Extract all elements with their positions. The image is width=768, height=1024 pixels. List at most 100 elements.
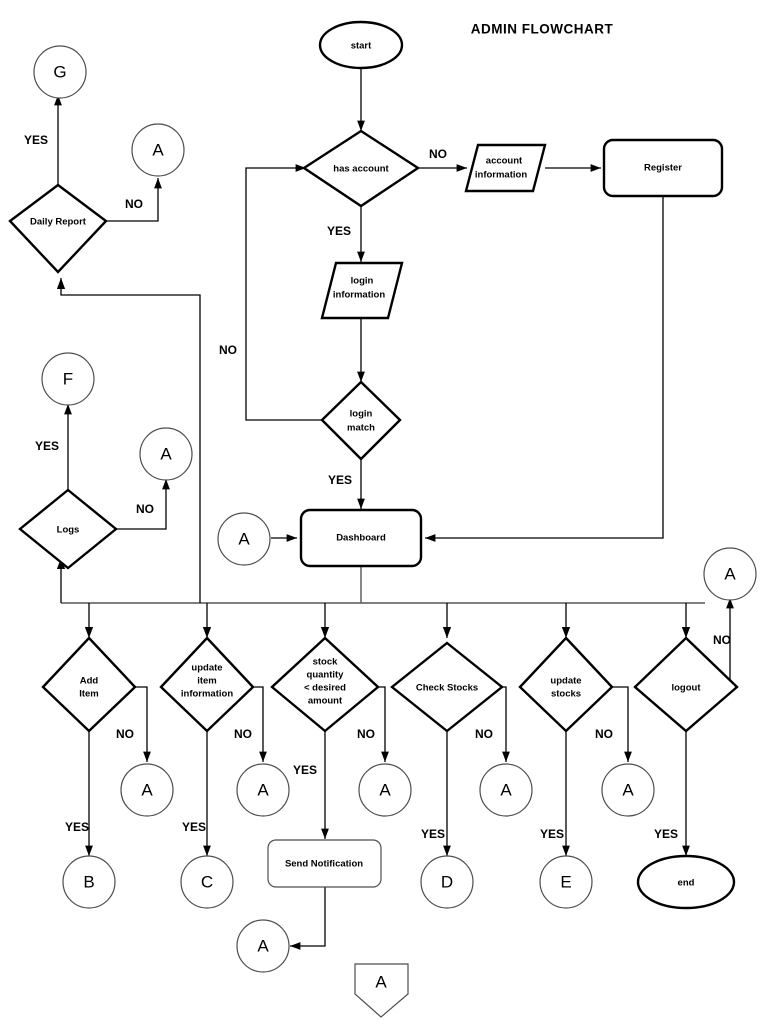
connector-a-daily-report[interactable]: A bbox=[131, 123, 185, 177]
node-login-information-line2: information bbox=[333, 290, 385, 301]
node-stock-quantity-line3: < desired bbox=[304, 683, 346, 694]
label-logs-no: NO bbox=[136, 502, 154, 516]
edge-check-stocks-no bbox=[495, 686, 510, 762]
node-login-information-line1: login bbox=[351, 276, 374, 287]
connector-a-daily-report-label: A bbox=[152, 140, 164, 159]
label-has-account-no: NO bbox=[429, 147, 447, 161]
label-check-stocks-yes: YES bbox=[421, 827, 445, 841]
connector-e[interactable]: E bbox=[539, 855, 593, 909]
connector-a-logout-label: A bbox=[724, 564, 736, 583]
node-update-stocks-line2: stocks bbox=[551, 689, 581, 700]
node-login-match[interactable]: login match bbox=[320, 380, 402, 461]
connector-a-logout[interactable]: A bbox=[703, 547, 757, 601]
node-update-item-line3: information bbox=[181, 689, 233, 700]
node-logout-label: logout bbox=[671, 683, 701, 694]
connector-a-stock-quantity-label: A bbox=[379, 780, 391, 799]
connector-a-stock-quantity[interactable]: A bbox=[358, 763, 412, 817]
connector-c[interactable]: C bbox=[180, 855, 234, 909]
node-update-stocks[interactable]: update stocks bbox=[518, 636, 614, 733]
node-has-account-label: has account bbox=[333, 164, 389, 175]
node-stock-quantity[interactable]: stock quantity < desired amount bbox=[270, 636, 380, 733]
label-stock-qty-no: NO bbox=[357, 727, 375, 741]
connector-g[interactable]: G bbox=[33, 45, 87, 99]
edge-update-item-no bbox=[245, 686, 267, 762]
node-account-information-line2: information bbox=[475, 170, 527, 181]
node-register-label: Register bbox=[644, 163, 682, 174]
node-daily-report[interactable]: Daily Report bbox=[8, 183, 108, 274]
label-stock-qty-yes: YES bbox=[293, 763, 317, 777]
connector-d[interactable]: D bbox=[420, 855, 474, 909]
node-start-label: start bbox=[351, 41, 372, 52]
node-account-information-line1: account bbox=[486, 156, 523, 167]
connector-c-label: C bbox=[201, 872, 213, 891]
node-end-label: end bbox=[678, 878, 695, 889]
connector-a-update-item-label: A bbox=[257, 780, 269, 799]
connector-d-label: D bbox=[441, 872, 453, 891]
node-add-item-line2: Item bbox=[79, 689, 99, 700]
node-start[interactable]: start bbox=[318, 20, 404, 70]
node-login-match-line1: login bbox=[350, 409, 373, 420]
node-send-notification-label: Send Notification bbox=[285, 859, 363, 870]
connector-a-dashboard-label: A bbox=[238, 529, 250, 548]
node-update-item-line1: update bbox=[191, 663, 222, 674]
connector-f[interactable]: F bbox=[41, 352, 95, 406]
connector-f-label: F bbox=[63, 369, 73, 388]
node-update-stocks-line1: update bbox=[550, 676, 581, 687]
node-add-item[interactable]: Add Item bbox=[41, 636, 137, 733]
label-update-stocks-yes: YES bbox=[540, 827, 564, 841]
label-login-match-yes: YES bbox=[328, 473, 352, 487]
connector-a-add-item[interactable]: A bbox=[120, 763, 174, 817]
label-has-account-yes: YES bbox=[327, 224, 351, 238]
connector-e-label: E bbox=[560, 872, 571, 891]
label-daily-report-no: NO bbox=[125, 197, 143, 211]
connector-a-send-notification-label: A bbox=[257, 936, 269, 955]
node-update-item[interactable]: update item information bbox=[159, 636, 255, 733]
label-daily-report-yes: YES bbox=[24, 133, 48, 147]
connector-a-update-item[interactable]: A bbox=[236, 763, 290, 817]
label-logout-no: NO bbox=[713, 633, 731, 647]
connector-a-logs[interactable]: A bbox=[139, 427, 193, 481]
label-logout-yes: YES bbox=[654, 827, 678, 841]
node-stock-quantity-line1: stock bbox=[313, 657, 339, 668]
label-login-match-no: NO bbox=[219, 343, 237, 357]
connector-a-add-item-label: A bbox=[141, 780, 153, 799]
edge-daily-report-no bbox=[99, 178, 162, 222]
node-add-item-line1: Add bbox=[80, 676, 99, 687]
connector-g-label: G bbox=[53, 62, 66, 81]
node-stock-quantity-line2: quantity bbox=[307, 670, 345, 681]
node-account-information[interactable]: account information bbox=[464, 143, 547, 193]
edge-labels: NO YES NO YES YES NO YES NO YES NO YES N… bbox=[24, 133, 731, 841]
node-end[interactable]: end bbox=[636, 854, 736, 910]
node-logout[interactable]: logout bbox=[633, 636, 739, 733]
label-update-item-no: NO bbox=[234, 727, 252, 741]
connector-b-label: B bbox=[83, 872, 94, 891]
node-daily-report-label: Daily Report bbox=[30, 217, 87, 228]
connector-a-send-notification[interactable]: A bbox=[236, 919, 290, 973]
node-check-stocks-label: Check Stocks bbox=[416, 683, 478, 694]
edge-loginmatch-no bbox=[245, 164, 322, 421]
connector-a-update-stocks[interactable]: A bbox=[601, 763, 655, 817]
connector-b[interactable]: B bbox=[62, 855, 116, 909]
connector-a-update-stocks-label: A bbox=[622, 780, 634, 799]
label-add-item-no: NO bbox=[116, 727, 134, 741]
edge-send-notif-a bbox=[290, 887, 326, 950]
node-logs-label: Logs bbox=[57, 525, 80, 536]
connector-a-dashboard[interactable]: A bbox=[217, 512, 271, 566]
edge-update-stocks-no bbox=[604, 686, 632, 762]
connector-a-offpage-label: A bbox=[375, 972, 387, 991]
edge-register-dashboard bbox=[425, 196, 664, 542]
node-logs[interactable]: Logs bbox=[18, 488, 118, 570]
node-register[interactable]: Register bbox=[602, 138, 724, 198]
label-check-stocks-no: NO bbox=[475, 727, 493, 741]
node-check-stocks[interactable]: Check Stocks bbox=[390, 641, 504, 733]
node-login-information[interactable]: login information bbox=[320, 261, 404, 320]
node-send-notification[interactable]: Send Notification bbox=[267, 839, 382, 888]
connector-a-check-stocks[interactable]: A bbox=[479, 763, 533, 817]
connector-a-logs-label: A bbox=[160, 444, 172, 463]
page-title: ADMIN FLOWCHART bbox=[471, 22, 614, 37]
connector-a-offpage[interactable]: A bbox=[354, 963, 409, 1018]
node-has-account[interactable]: has account bbox=[301, 129, 421, 208]
node-dashboard[interactable]: Dashboard bbox=[299, 508, 423, 568]
node-update-item-line2: item bbox=[197, 676, 217, 687]
